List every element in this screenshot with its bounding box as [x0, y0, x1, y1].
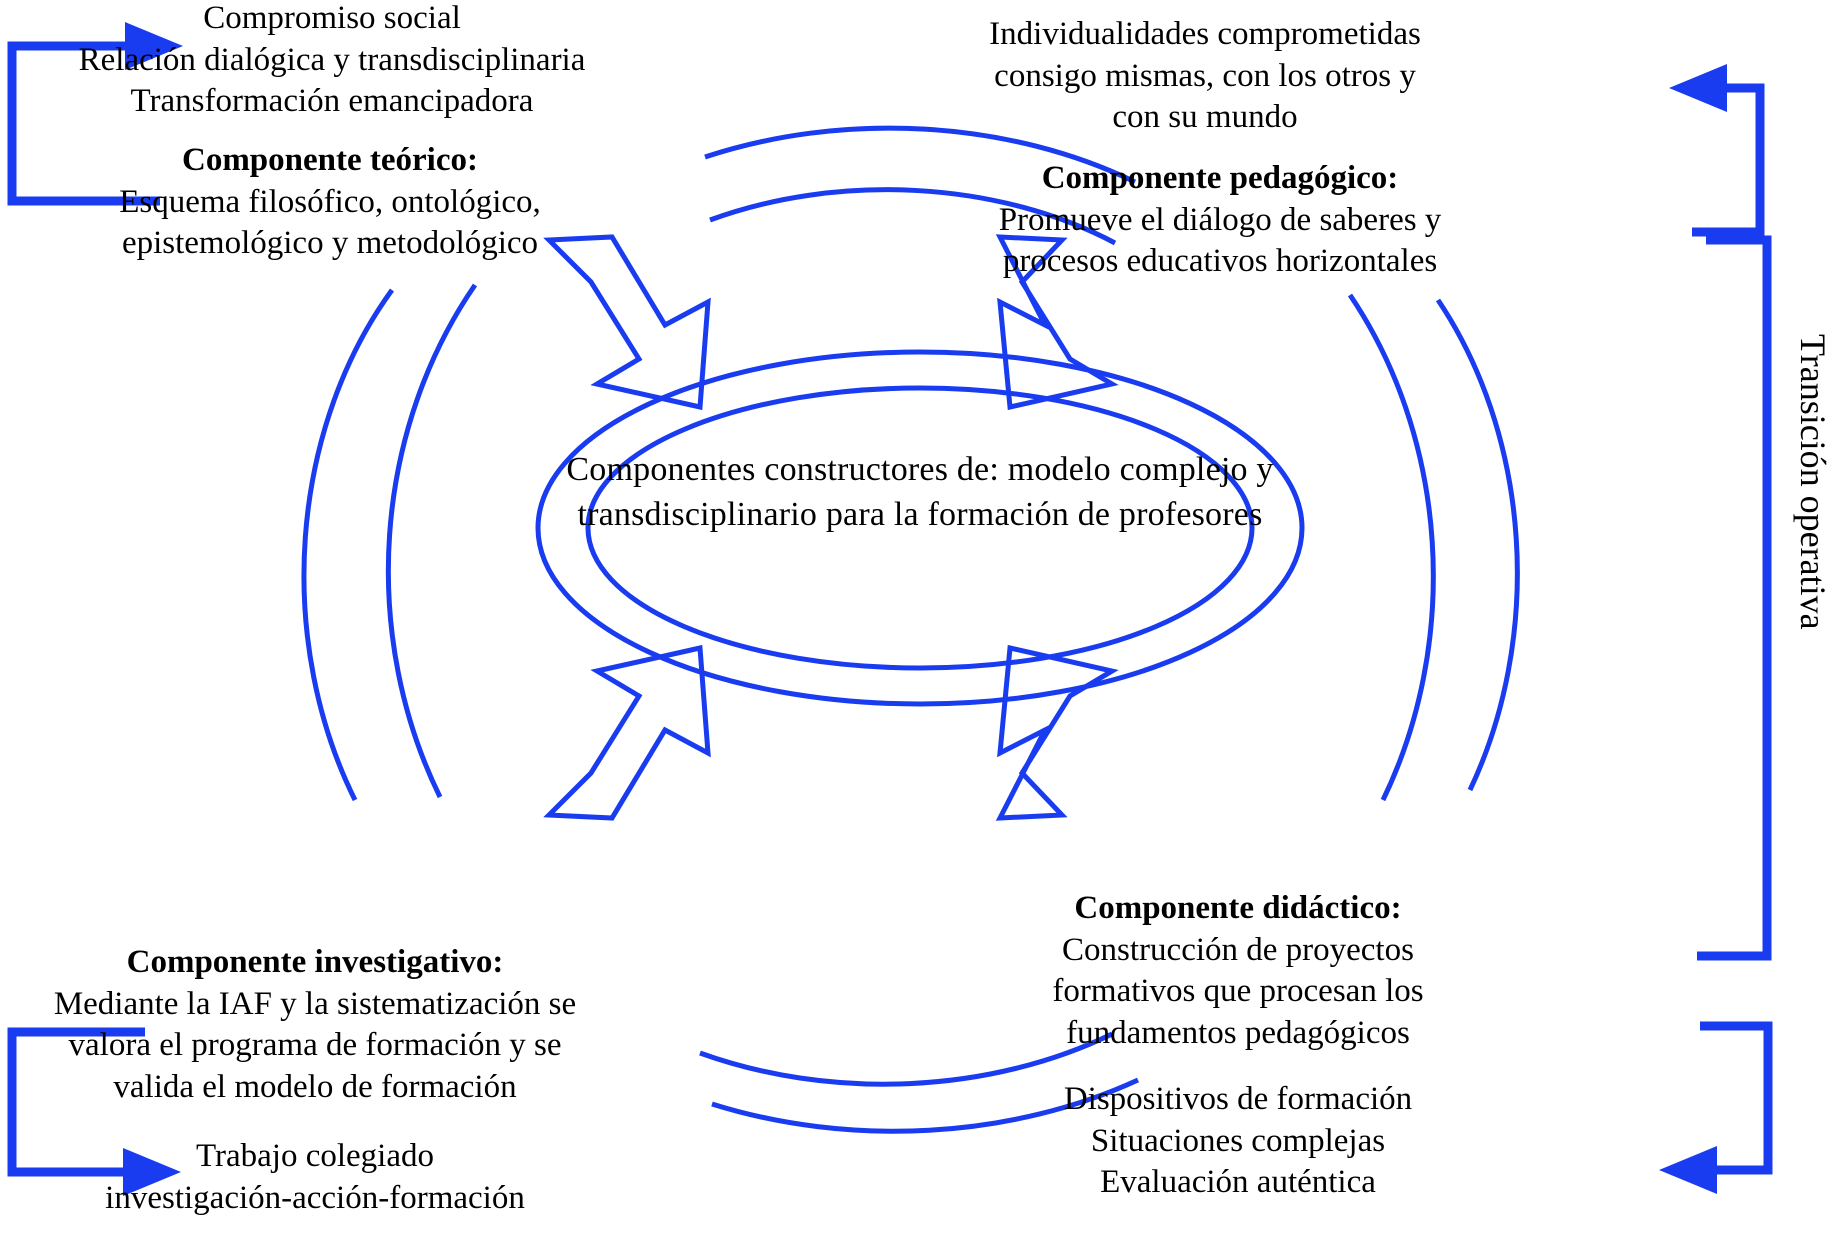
- component-line: procesos educativos horizontales: [1002, 243, 1438, 280]
- component-didactico: Componente didáctico: Construcción de pr…: [1018, 888, 1458, 1054]
- center-line: formación de profesores: [927, 495, 1263, 533]
- component-line: fundamentos pedagógicos: [1066, 1014, 1410, 1051]
- note-line: Compromiso social: [203, 0, 461, 36]
- bracket-top-left: [7, 41, 160, 206]
- component-line: formativos que procesan los: [1052, 973, 1424, 1010]
- bottom-right-note: Dispositivos de formación Situaciones co…: [1018, 1079, 1458, 1204]
- arrow-bottom-right: [995, 644, 1119, 821]
- arrow-top-right: [995, 234, 1119, 411]
- component-investigativo: Componente investigativo: Mediante la IA…: [30, 942, 600, 1108]
- component-heading: Componente teórico:: [181, 142, 478, 178]
- arc-left-outer: [301, 288, 395, 802]
- note-line: con su mundo: [1112, 99, 1298, 136]
- top-right-note: Individualidades comprometidas consigo m…: [960, 14, 1450, 139]
- component-teorico: Componente teórico: Esquema filosófico, …: [60, 140, 600, 265]
- bracket-right-side: [1697, 235, 1772, 961]
- component-line: epistemológico y metodológico: [121, 225, 539, 262]
- component-heading: Componente pedagógico:: [1041, 160, 1399, 196]
- component-heading: Componente didáctico:: [1074, 890, 1402, 926]
- arc-top-outer: [704, 125, 1137, 185]
- arc-left-inner: [385, 283, 478, 799]
- note-line: consigo mismas, con los otros y: [994, 57, 1416, 94]
- arc-bottom-outer: [699, 1031, 1114, 1087]
- arc-top-inner: [709, 187, 1117, 246]
- component-line: Promueve el diálogo de saberes y: [998, 201, 1442, 238]
- component-pedagogico: Componente pedagógico: Promueve el diálo…: [980, 158, 1460, 283]
- side-label-transicion-operativa: Transición operativa: [1793, 334, 1833, 630]
- note-line: Relación dialógica y transdisciplinaria: [78, 41, 586, 78]
- component-heading: Componente investigativo:: [126, 944, 504, 980]
- arrowhead-top-right: [1669, 64, 1727, 112]
- center-line: de: modelo complejo y: [956, 451, 1274, 488]
- note-line: Situaciones complejas: [1090, 1122, 1386, 1159]
- center-line: transdisciplinario para la: [577, 495, 919, 533]
- arc-bottom-inner: [711, 1077, 1140, 1134]
- component-line: valida el modelo de formación: [113, 1068, 517, 1105]
- note-line: Dispositivos de formación: [1063, 1081, 1413, 1117]
- center-ellipse-inner: [585, 385, 1255, 671]
- bracket-bottom-right: [1700, 1021, 1773, 1175]
- arrow-bottom-left: [543, 644, 711, 821]
- bracket-bottom-left: [7, 1027, 145, 1177]
- arc-right-outer: [1435, 298, 1520, 792]
- top-left-note: Compromiso social Relación dialógica y t…: [52, 0, 612, 123]
- arc-right-inner: [1347, 293, 1436, 802]
- note-line: Transformación emancipadora: [130, 83, 534, 120]
- center-ellipse-outer: [535, 349, 1305, 707]
- note-line: investigación-acción-formación: [105, 1179, 525, 1216]
- component-line: Esquema filosófico, ontológico,: [119, 183, 541, 220]
- arrowhead-bottom-right: [1659, 1146, 1717, 1194]
- note-line: Evaluación auténtica: [1100, 1164, 1376, 1201]
- component-line: valora el programa de formación y se: [68, 1027, 562, 1064]
- center-label: Componentes constructores de: modelo com…: [540, 448, 1300, 538]
- bottom-left-note: Trabajo colegiado investigación-acción-f…: [30, 1136, 600, 1219]
- component-line: Construcción de proyectos: [1062, 931, 1414, 968]
- arrowhead-bottom-left: [123, 1148, 181, 1196]
- center-line: Componentes constructores: [566, 451, 949, 488]
- component-line: Mediante la IAF y la sistematización se: [53, 985, 577, 1022]
- note-line: Individualidades comprometidas: [989, 16, 1421, 52]
- arrowhead-top-left: [125, 22, 183, 70]
- arrow-top-left: [543, 234, 711, 411]
- bracket-top-right: [1692, 83, 1765, 237]
- note-line: Trabajo colegiado: [196, 1138, 434, 1174]
